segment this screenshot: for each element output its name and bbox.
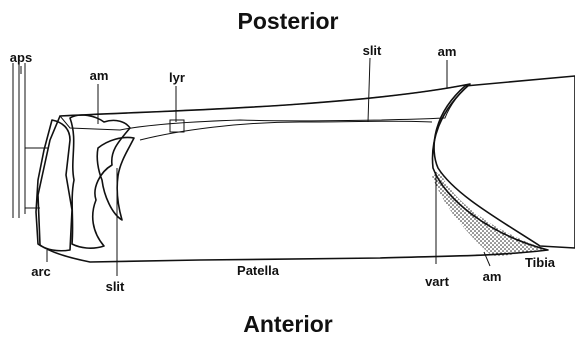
label-am-top-right: am [438, 44, 457, 59]
heading-posterior: Posterior [238, 8, 339, 34]
tibia-segment [434, 76, 575, 248]
label-arc: arc [31, 264, 51, 279]
label-am-bottom-right: am [483, 269, 502, 284]
heading-anterior: Anterior [243, 311, 333, 337]
label-am-left: am [90, 68, 109, 83]
slit-inner-fold [97, 137, 134, 220]
label-tibia: Tibia [525, 255, 556, 270]
label-slit-top: slit [363, 43, 382, 58]
leader-slit-top [368, 58, 370, 122]
label-patella: Patella [237, 263, 280, 278]
label-aps: aps [10, 50, 32, 65]
label-slit-bottom: slit [106, 279, 125, 294]
arc-region [36, 120, 72, 251]
hinge-fold [70, 115, 130, 248]
lyriform-organ [170, 120, 184, 132]
label-vart: vart [425, 274, 450, 289]
label-lyr: lyr [169, 70, 185, 85]
